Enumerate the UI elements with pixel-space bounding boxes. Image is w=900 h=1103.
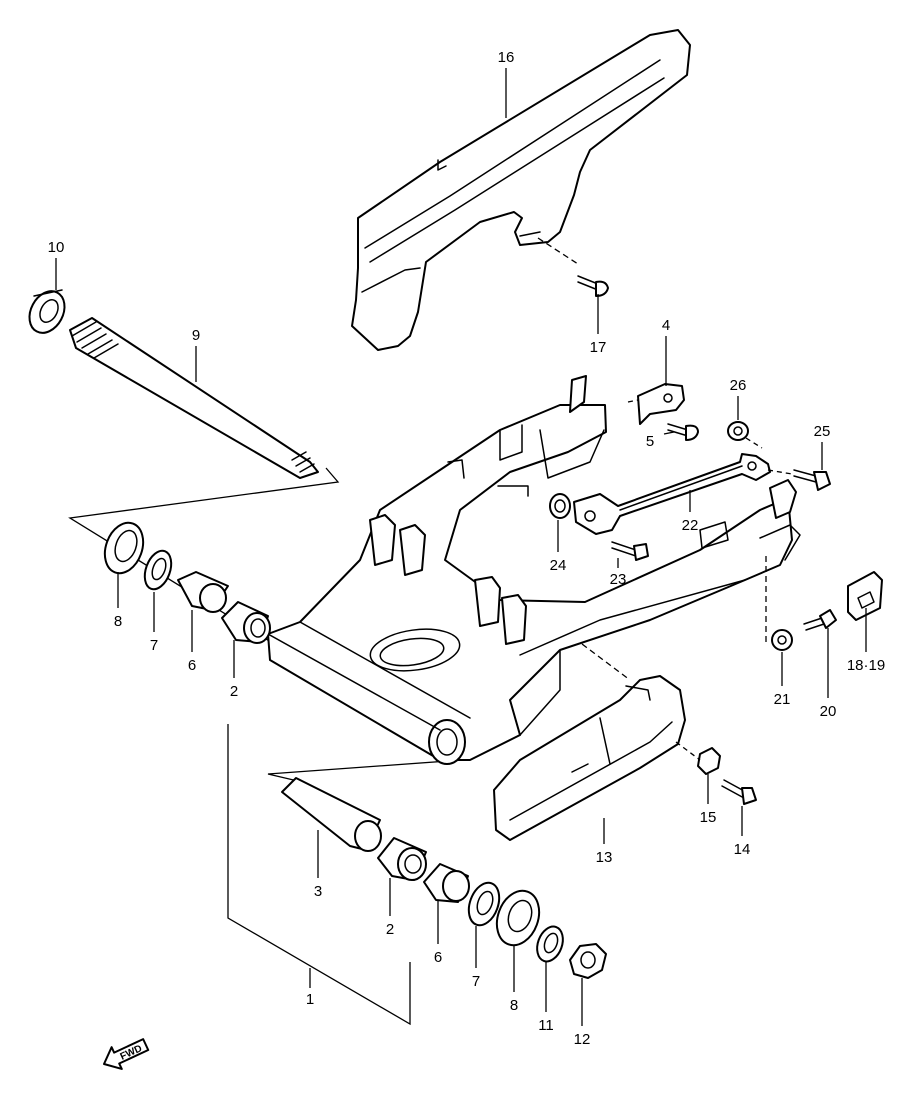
callout-15: 15 xyxy=(700,809,717,826)
callout-23: 23 xyxy=(610,571,627,588)
dust-seal-lower-part xyxy=(495,889,541,947)
bearing-lower-part xyxy=(377,837,427,881)
callout-25: 25 xyxy=(814,423,831,440)
buffer-spacer-part xyxy=(697,747,721,775)
callout-22: 22 xyxy=(682,517,699,534)
callout-2-upper: 2 xyxy=(230,683,238,700)
torque-link-bolt-23-part xyxy=(611,541,649,561)
pivot-sleeve-part xyxy=(281,777,382,852)
torque-link-bolt-25-part xyxy=(793,469,831,491)
callout-3: 3 xyxy=(314,883,322,900)
callout-14: 14 xyxy=(734,841,751,858)
callout-labels: 16 17 10 9 4 26 25 5 22 24 23 8 7 6 2 18… xyxy=(48,49,886,1048)
dust-seal-upper-part xyxy=(103,521,145,575)
fwd-label: FWD xyxy=(119,1043,144,1063)
spacer-lower-part xyxy=(423,863,470,903)
adjuster-bolt-20-part xyxy=(803,609,837,631)
callout-6-lower: 6 xyxy=(434,949,442,966)
callout-9: 9 xyxy=(192,327,200,344)
swing-arm-part xyxy=(267,375,801,765)
callout-21: 21 xyxy=(774,691,791,708)
torque-link-part xyxy=(573,453,771,535)
callout-7-lower: 7 xyxy=(472,973,480,990)
callout-26: 26 xyxy=(730,377,747,394)
callout-24: 24 xyxy=(550,557,567,574)
callout-6-upper: 6 xyxy=(188,657,196,674)
callout-2-lower: 2 xyxy=(386,921,394,938)
callout-7-upper: 7 xyxy=(150,637,158,654)
callout-16: 16 xyxy=(498,49,515,66)
callout-1: 1 xyxy=(306,991,314,1008)
pivot-shaft-part xyxy=(69,317,319,479)
callout-17: 17 xyxy=(590,339,607,356)
torque-link-nut-26-part xyxy=(727,421,749,441)
chain-buffer-part xyxy=(493,675,686,841)
callout-12: 12 xyxy=(574,1031,591,1048)
torque-link-nut-24-part xyxy=(549,493,571,519)
leader-lines xyxy=(55,68,867,1026)
chain-slider-block-part xyxy=(847,571,883,621)
callout-10: 10 xyxy=(48,239,65,256)
callout-8-upper: 8 xyxy=(114,613,122,630)
callout-20: 20 xyxy=(820,703,837,720)
cover-bolt-part xyxy=(577,275,609,297)
fwd-arrow-icon: FWD xyxy=(103,1038,150,1070)
callout-8-lower: 8 xyxy=(510,997,518,1014)
buffer-bolt-part xyxy=(721,779,757,805)
bracket-bolt-part xyxy=(667,423,699,441)
pivot-nut-part xyxy=(28,289,66,334)
callout-5: 5 xyxy=(646,433,654,450)
bearing-upper-part xyxy=(221,601,271,644)
washer-11-part xyxy=(536,925,564,963)
pivot-nut-lower-part xyxy=(569,943,607,979)
callout-4: 4 xyxy=(662,317,670,334)
adjuster-nut-21-part xyxy=(771,629,793,651)
spacer-upper-part xyxy=(177,571,229,613)
callout-18-19: 18·19 xyxy=(847,657,885,674)
chain-cover-part xyxy=(351,29,691,351)
callout-11: 11 xyxy=(538,1017,554,1034)
washer-lower-part xyxy=(467,881,501,927)
callout-13: 13 xyxy=(596,849,613,866)
washer-upper-part xyxy=(143,549,173,591)
bracket-part xyxy=(637,383,685,425)
